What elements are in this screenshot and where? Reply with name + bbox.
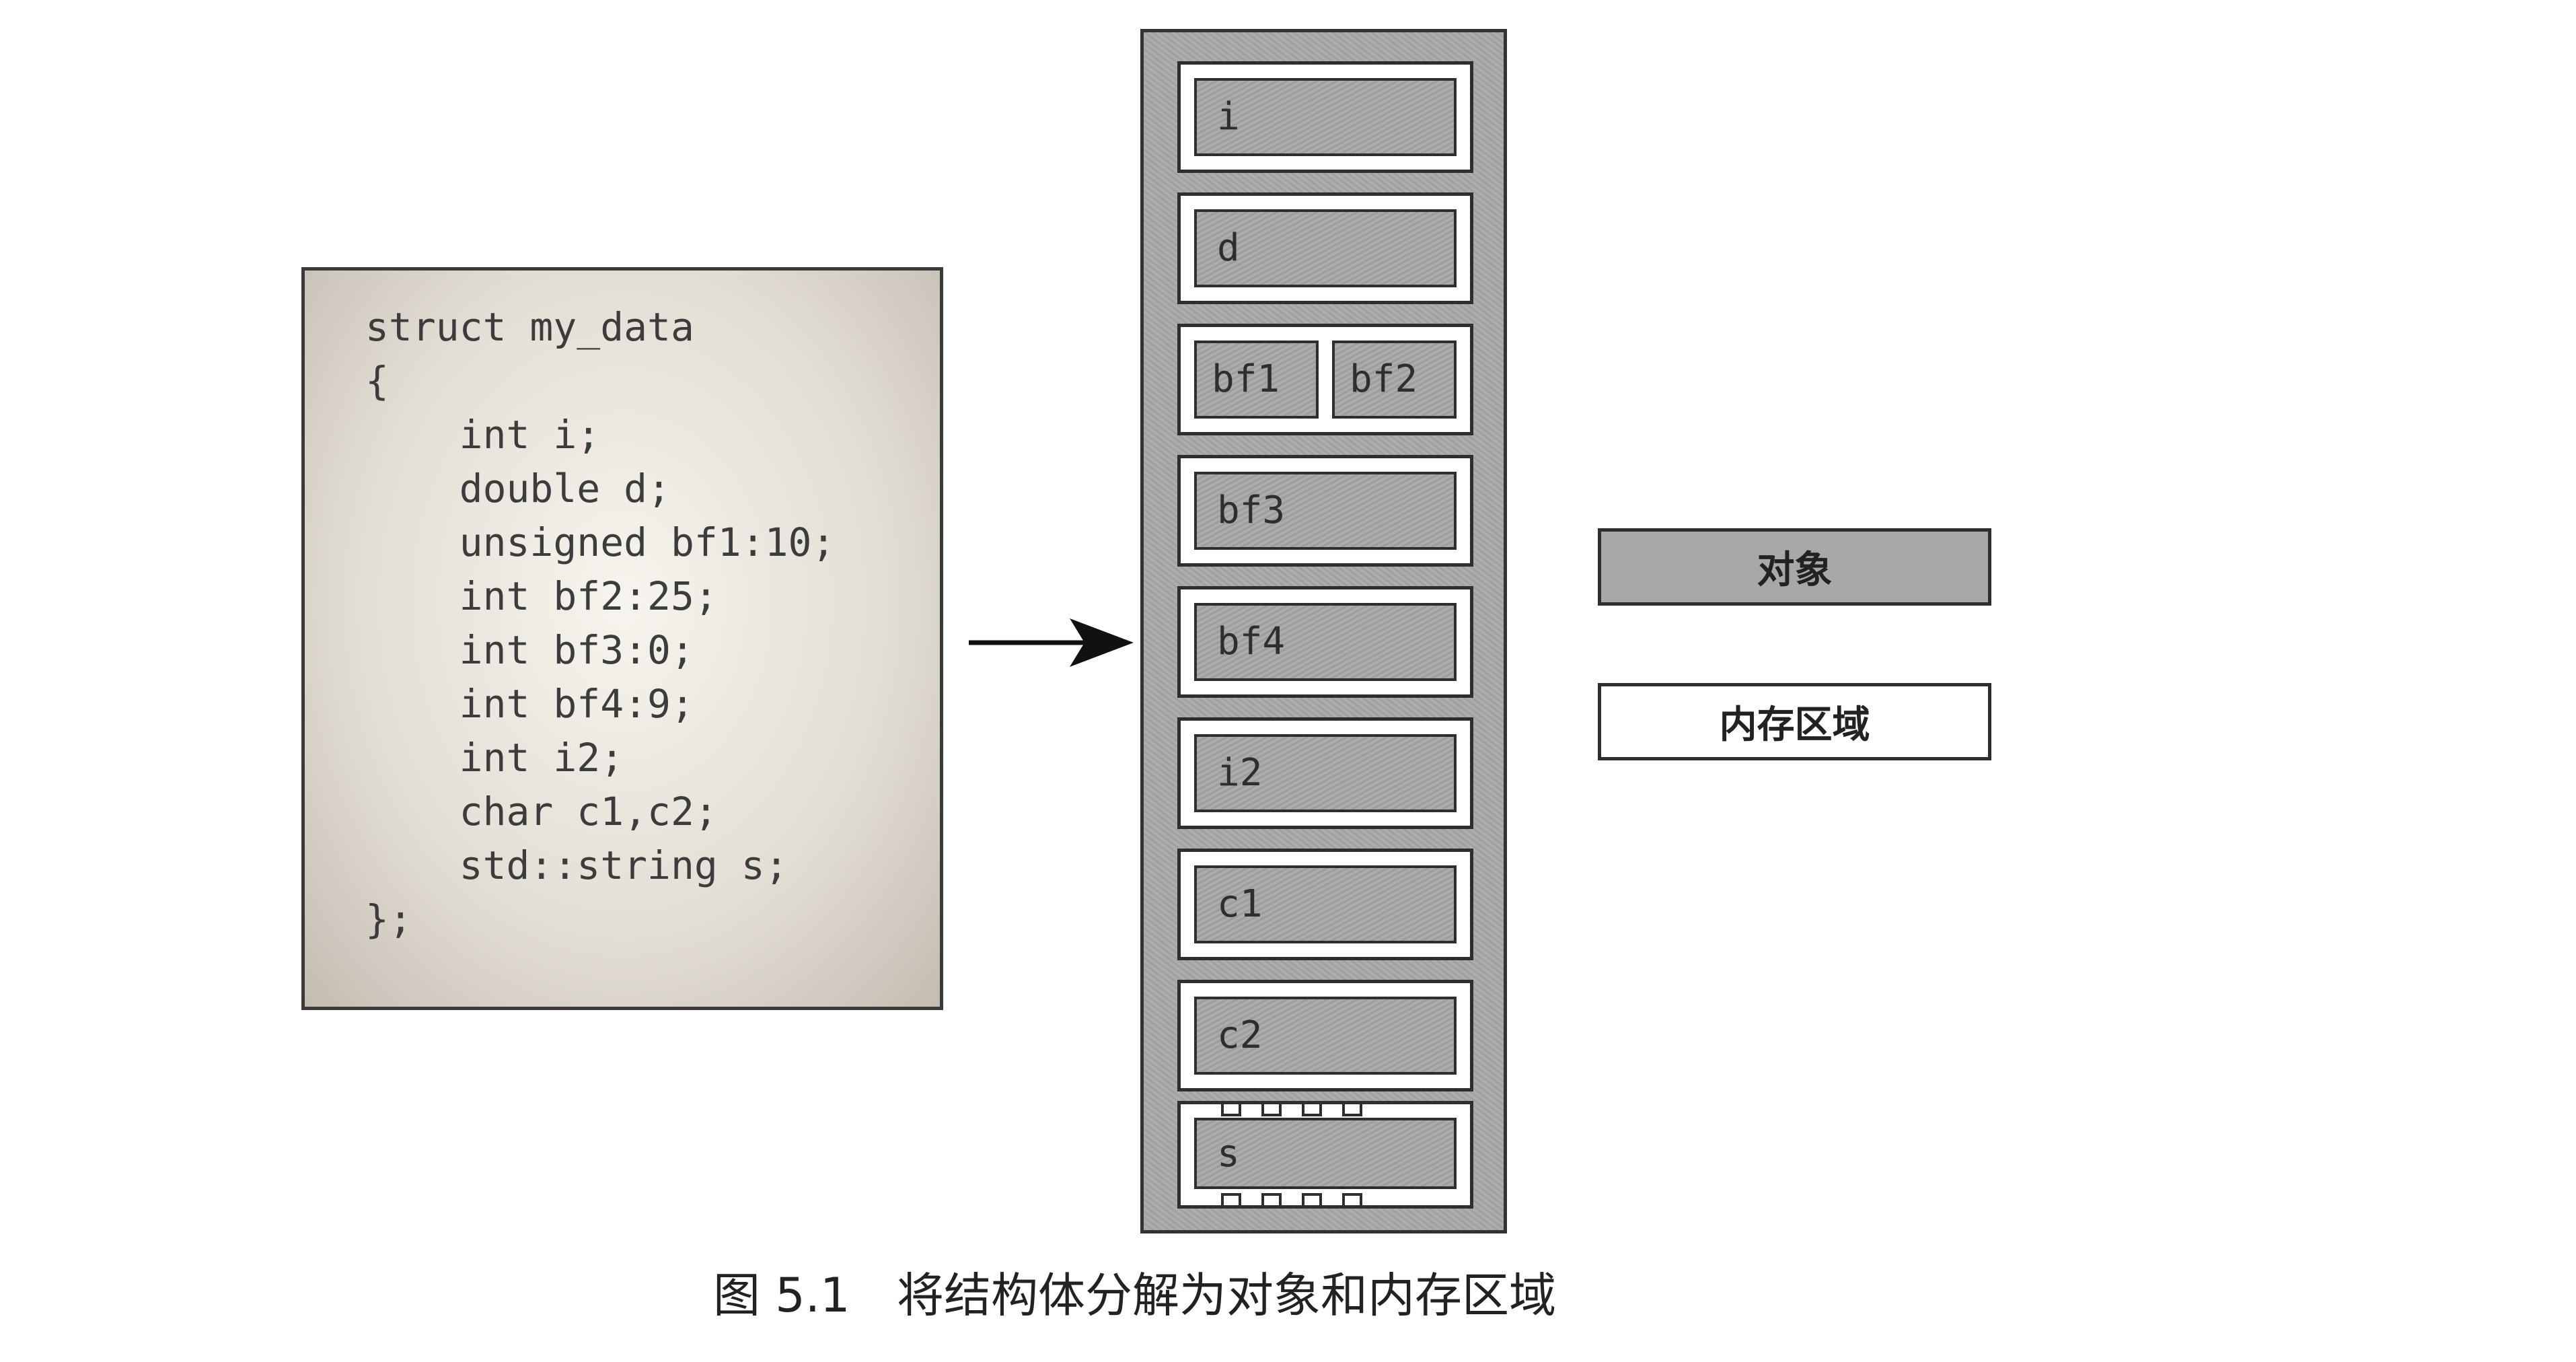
code-line: struct my_data — [365, 304, 694, 350]
right-arrow-icon — [969, 618, 1134, 667]
object-label: c2 — [1217, 1013, 1263, 1057]
code-line: { — [365, 358, 389, 404]
legend-object: 对象 — [1598, 528, 1991, 606]
memory-region-c2: c2 — [1177, 980, 1473, 1091]
figure-caption: 将结构体分解为对象和内存区域 — [897, 1268, 1556, 1323]
memory-notch — [1302, 1102, 1322, 1116]
figure-number: 图 5.1 — [713, 1268, 850, 1323]
object-bf3: bf3 — [1194, 472, 1457, 550]
memory-notch — [1342, 1193, 1362, 1208]
object-label: i2 — [1217, 751, 1263, 795]
object-label: bf3 — [1217, 489, 1286, 532]
memory-region-bf3: bf3 — [1177, 455, 1473, 567]
object-bf2: bf2 — [1332, 340, 1457, 419]
code-line: int i2; — [365, 735, 624, 781]
memory-region-i: i — [1177, 61, 1473, 173]
object-label: s — [1217, 1132, 1240, 1176]
object-d: d — [1194, 209, 1457, 287]
code-line: int bf2:25; — [365, 573, 718, 619]
struct-code-box: struct my_data { int i; double d; unsign… — [301, 267, 943, 1010]
code-line: int bf3:0; — [365, 627, 694, 673]
object-label: c1 — [1217, 882, 1263, 926]
object-bf4: bf4 — [1194, 603, 1457, 681]
object-i: i — [1194, 78, 1457, 156]
code-line: int bf4:9; — [365, 681, 694, 727]
memory-region-d: d — [1177, 192, 1473, 304]
memory-notch — [1261, 1102, 1282, 1116]
object-label: d — [1217, 226, 1240, 270]
memory-region-s: s — [1177, 1101, 1473, 1209]
code-line: char c1,c2; — [365, 789, 718, 834]
object-s: s — [1194, 1118, 1457, 1189]
memory-notch — [1221, 1193, 1241, 1208]
object-label: i — [1217, 95, 1240, 139]
memory-notch — [1261, 1193, 1282, 1208]
object-label: bf4 — [1217, 620, 1286, 664]
code-line: int i; — [365, 412, 601, 458]
object-label: bf1 — [1212, 357, 1280, 401]
memory-notch — [1221, 1102, 1241, 1116]
memory-notch — [1302, 1193, 1322, 1208]
memory-region-bf1-bf2: bf1 bf2 — [1177, 324, 1473, 435]
object-c1: c1 — [1194, 865, 1457, 943]
code-line: double d; — [365, 466, 671, 511]
object-label: bf2 — [1350, 357, 1418, 401]
object-c2: c2 — [1194, 997, 1457, 1075]
memory-region-c1: c1 — [1177, 849, 1473, 960]
code-line: unsigned bf1:10; — [365, 519, 836, 565]
memory-notch — [1342, 1102, 1362, 1116]
legend-memory-region: 内存区域 — [1598, 683, 1991, 760]
memory-region-bf4: bf4 — [1177, 586, 1473, 698]
code-line: std::string s; — [365, 843, 788, 888]
object-i2: i2 — [1194, 734, 1457, 812]
memory-layout-column: i d bf1 bf2 bf3 bf4 i2 c1 — [1140, 29, 1507, 1233]
memory-region-i2: i2 — [1177, 717, 1473, 829]
object-bf1: bf1 — [1194, 340, 1319, 419]
code-line: }; — [365, 896, 412, 942]
